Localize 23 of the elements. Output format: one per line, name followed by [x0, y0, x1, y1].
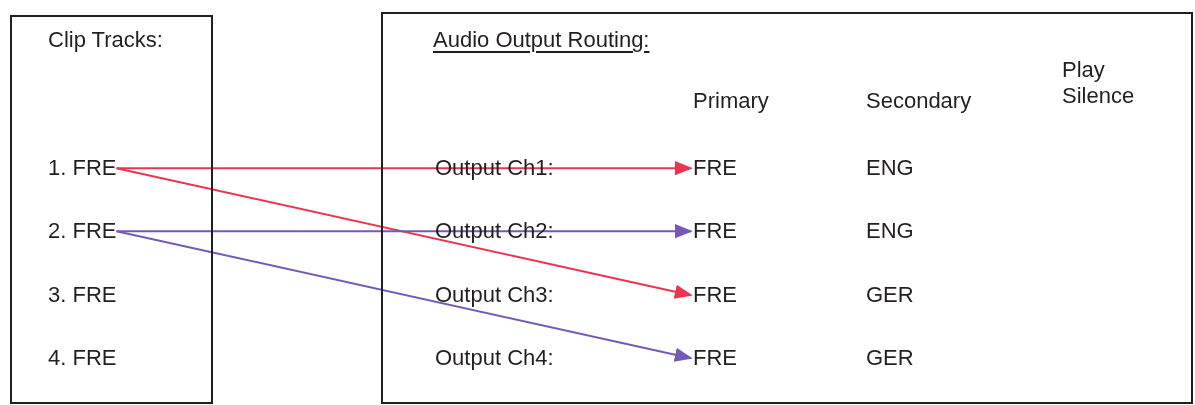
arrow — [115, 230, 693, 362]
table-text: Output Ch4: — [435, 345, 554, 372]
table-text: ENG — [866, 155, 914, 182]
track-label: 3. FRE — [48, 282, 117, 309]
table-text: GER — [866, 282, 914, 309]
panel-heading: Clip Tracks: — [48, 27, 164, 54]
track-label: 4. FRE — [48, 345, 117, 372]
track-label: FRE — [693, 282, 737, 309]
panel-box — [381, 12, 1193, 404]
table-text: Output Ch3: — [435, 282, 554, 309]
track-label: FRE — [693, 345, 737, 372]
table-text: Primary — [693, 88, 769, 115]
panel-heading: Audio Output Routing: — [433, 27, 650, 54]
table-text: ENG — [866, 218, 914, 245]
table-text: GER — [866, 345, 914, 372]
track-label: FRE — [693, 155, 737, 182]
track-label: 2. FRE — [48, 218, 117, 245]
table-text: Play Silence — [1062, 57, 1136, 110]
track-label: 1. FRE — [48, 155, 117, 182]
panel-box — [10, 15, 213, 404]
arrow — [115, 167, 693, 299]
track-label: FRE — [693, 218, 737, 245]
table-text: Secondary — [866, 88, 972, 115]
